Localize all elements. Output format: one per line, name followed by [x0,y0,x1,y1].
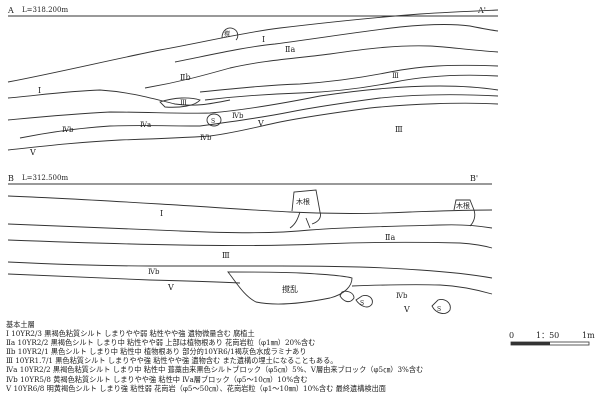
section-a-layer-IIa: Ⅱa [285,45,295,54]
section-a-layer-V-right: V [257,119,264,128]
legend-line: Ⅴ 10YR6/8 明黄褐色シルト しまり強 粘性弱 花崗岩（φ5～50㎝）、花… [6,383,386,393]
section-a-layer-III-right: Ⅲ [392,72,399,80]
section-a-layer-IVb-mid: Ⅳb [200,134,212,142]
section-a-boundary-6 [159,97,201,108]
section-a-boundary-3 [199,64,499,93]
section-a-layer-IVb-left: Ⅳb [62,126,74,134]
scale-bar: 0 1：50 1m [509,331,595,346]
section-a-boundary-5 [7,89,231,106]
section-b-boundary-3 [7,261,493,279]
section-a-root-mound [221,27,239,41]
section-a-layer-V-left: V [29,148,36,157]
section-b-disturbed-label: 撹乱 [282,284,298,294]
scale-bar-zero: 0 [509,331,514,340]
section-b-boundary-2 [7,239,493,249]
soil-legend: 基本土層 Ⅰ 10YR2/3 黒褐色粘質シルト しまりやや弱 粘性やや強 遺物微… [6,320,511,393]
section-b-stone-1-label: S [360,300,364,307]
section-a-boundary-8 [19,94,499,139]
section-a-boundary-9 [7,102,499,151]
section-a-boundary-4 [204,74,499,101]
section-b-surface [7,195,493,214]
legend-line: Ⅳa 10YR2/2 黒褐色粘質シルト しまり中 粘性中 葺藁由来黒色シルトブロ… [6,365,424,375]
section-b-layer-V-left: V [167,283,174,292]
section-b-profile: B L=312.500m B' I 木根 木根 Ⅱa Ⅲ Ⅳb V 撹乱 [7,174,493,314]
section-a-layer-IIb: Ⅱb [180,73,191,82]
section-a-level: L=318.200m [22,6,68,14]
section-b-root-1 [289,189,321,229]
section-a-layer-I-left: I [38,86,41,95]
section-a-boundary-1 [174,24,499,63]
section-b-disturbed-pit [227,271,353,305]
section-a-surface [7,9,499,83]
section-a-layer-III-mid: Ⅲ [180,99,187,107]
legend-line: Ⅲ 10YR1.7/1 黒色粘質シルト しまりやや強 粘性やや強 遺物含む また… [6,356,338,366]
section-a-layer-I-top: I [262,35,265,44]
section-a-label-start: A [7,6,14,15]
legend-line: Ⅰ 10YR2/3 黒褐色粘質シルト しまりやや弱 粘性やや強 遺物微量含む 腐… [6,329,255,339]
section-a-layer-IVa: Ⅳa [140,121,151,129]
section-a-layer-tree: 撹 [224,30,230,38]
section-b-boundary-1 [7,223,493,234]
scale-bar-one: 1m [582,331,595,340]
section-b-root-2-label: 木根 [456,201,470,210]
legend-line: Ⅱa 10YR2/2 黒褐色シルト しまり中 粘性やや弱 上部は植物根あり 花崗… [6,338,316,348]
section-a-boundary-2 [144,45,499,89]
section-b-level: L=312.500m [22,174,68,182]
section-b-root-2 [453,199,476,227]
section-a-profile: A L=318.200m A' I Ⅱa Ⅱb I Ⅲ Ⅲ Ⅳb Ⅳa Ⅳb [7,6,499,157]
legend-line: Ⅳb 10YR5/8 黄褐色粘質シルト しまりやや強 粘性中 Ⅳa層ブロック（φ… [6,374,308,384]
section-b-stone-3 [339,290,355,303]
section-a-layer-IVb-right: Ⅳb [232,112,244,120]
section-b-stone-1 [355,295,373,308]
section-b-layer-IVb-left: Ⅳb [148,268,160,276]
section-b-layer-IVb-right: Ⅳb [396,292,408,300]
section-b-boundary-5 [351,284,493,295]
section-b-root-1-label: 木根 [296,197,310,206]
section-a-layer-III-bottom: Ⅲ [395,125,403,134]
scale-bar-ratio: 1：50 [536,331,559,340]
section-a-stone [206,113,222,127]
section-b-label-end: B' [470,174,478,183]
section-b-stone-2-label: S [437,306,441,313]
section-b-layer-V-right: V [403,305,410,314]
section-a-layer-S: S [211,118,215,125]
legend-title: 基本土層 [6,320,35,329]
section-b-boundary-4 [7,273,241,284]
section-b-layer-I: I [160,209,163,218]
section-b-layer-IIa: Ⅱa [385,233,395,242]
legend-line: Ⅱb 10YR2/1 黒色シルト しまり中 粘性中 植物根あり 部分的10YR6… [6,347,307,357]
section-a-boundary-7 [7,85,499,121]
scale-bar-outline [510,341,590,346]
section-b-stone-2 [431,299,451,314]
section-b-label-start: B [8,174,14,183]
section-b-layer-III: Ⅲ [222,251,230,260]
scale-bar-fill [511,342,550,345]
